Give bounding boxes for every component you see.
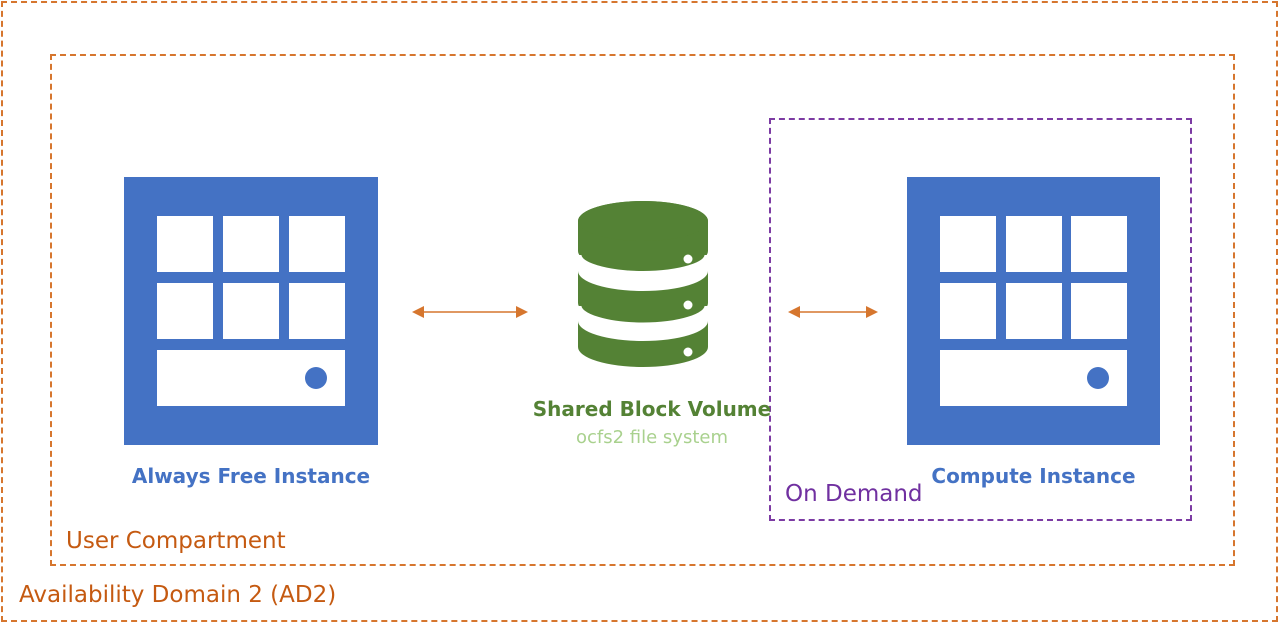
compute-instance-label: Compute Instance	[931, 464, 1136, 488]
on-demand-label: On Demand	[785, 481, 923, 507]
on-demand-box	[769, 118, 1192, 521]
left-double-arrow-icon	[412, 306, 528, 318]
user-compartment-label: User Compartment	[66, 528, 286, 554]
always-free-instance-icon	[124, 177, 378, 445]
shared-block-volume-subtitle: ocfs2 file system	[575, 427, 728, 448]
database-icon	[576, 201, 710, 367]
availability-domain-label: Availability Domain 2 (AD2)	[19, 582, 337, 608]
compute-instance-icon	[907, 177, 1160, 445]
shared-block-volume-title: Shared Block Volume	[532, 397, 772, 421]
always-free-instance-label: Always Free Instance	[131, 464, 371, 488]
right-double-arrow-icon	[788, 306, 878, 318]
user-compartment-box	[50, 54, 1235, 566]
